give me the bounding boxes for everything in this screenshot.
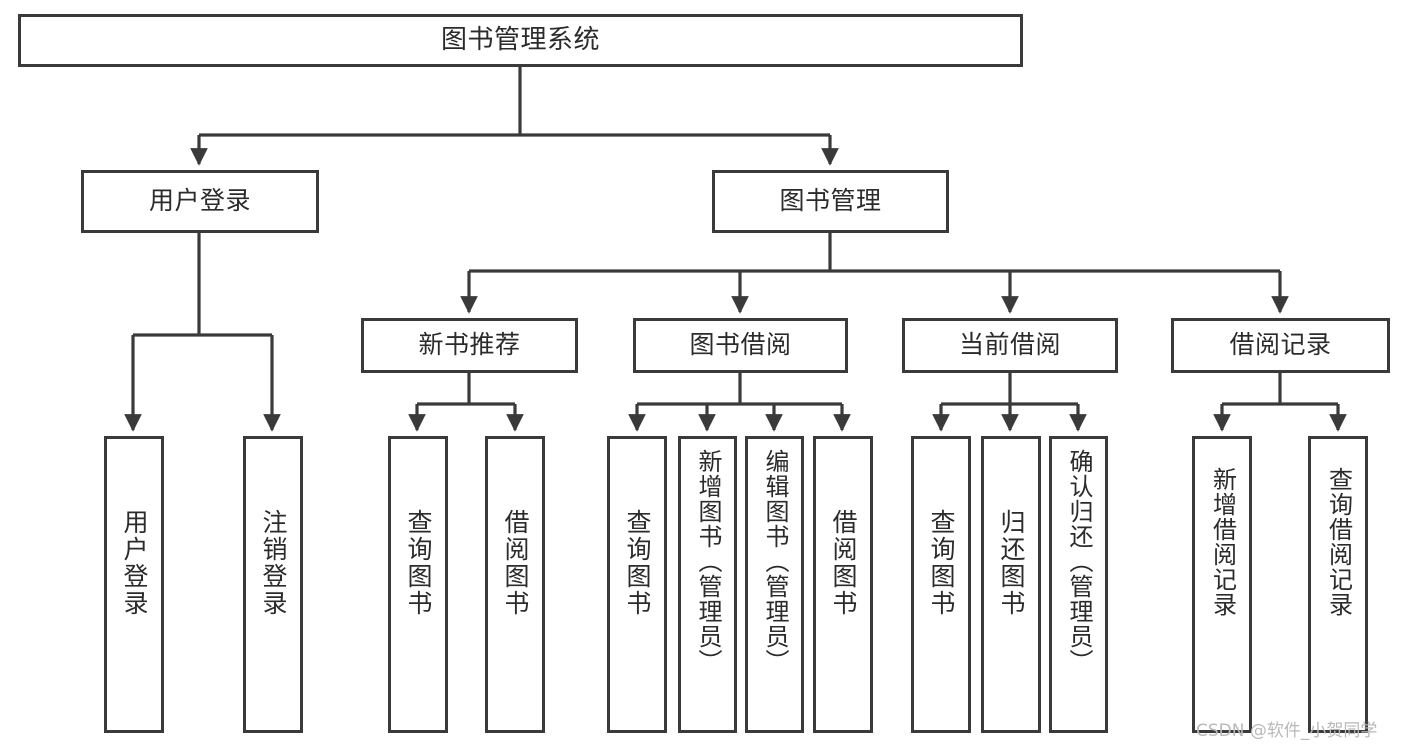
leaf-borrow-book-newbook[interactable]: 借阅图书 xyxy=(485,436,545,733)
node-label: 新增借阅记录 xyxy=(1208,467,1237,617)
node-current-borrow[interactable]: 当前借阅 xyxy=(902,318,1118,373)
node-book-borrow[interactable]: 图书借阅 xyxy=(633,318,848,373)
node-label: 图书管理 xyxy=(779,186,882,216)
leaf-user-login[interactable]: 用户登录 xyxy=(104,436,164,733)
node-book-manage[interactable]: 图书管理 xyxy=(712,170,949,233)
leaf-add-book-admin[interactable]: 新增图书（管理员） xyxy=(678,436,737,733)
node-label: 新书推荐 xyxy=(418,330,521,360)
node-label: 查询图书 xyxy=(927,509,956,617)
node-label: 归还图书 xyxy=(997,509,1026,617)
leaf-query-book-newbook[interactable]: 查询图书 xyxy=(388,436,448,733)
node-borrow-record[interactable]: 借阅记录 xyxy=(1171,318,1390,373)
node-label: 借阅记录 xyxy=(1229,330,1332,360)
node-label: 查询图书 xyxy=(623,509,652,617)
leaf-logout[interactable]: 注销登录 xyxy=(243,436,303,733)
leaf-return-book[interactable]: 归还图书 xyxy=(981,436,1041,733)
leaf-add-borrow-record[interactable]: 新增借阅记录 xyxy=(1192,436,1252,733)
leaf-query-book-borrow[interactable]: 查询图书 xyxy=(607,436,667,733)
leaf-query-borrow-record[interactable]: 查询借阅记录 xyxy=(1308,436,1368,733)
node-label: 注销登录 xyxy=(259,509,288,617)
csdn-watermark: CSDN @软件_小贺同学 xyxy=(1196,721,1378,741)
leaf-query-book-current[interactable]: 查询图书 xyxy=(911,436,971,733)
node-label: 新增图书（管理员） xyxy=(693,449,722,674)
node-label: 用户登录 xyxy=(120,509,149,617)
leaf-borrow-book-borrow[interactable]: 借阅图书 xyxy=(813,436,873,733)
leaf-confirm-return-admin[interactable]: 确认归还（管理员） xyxy=(1049,436,1108,733)
leaf-edit-book-admin[interactable]: 编辑图书（管理员） xyxy=(745,436,804,733)
node-label: 当前借阅 xyxy=(958,330,1061,360)
node-label: 用户登录 xyxy=(148,186,251,216)
node-label: 查询借阅记录 xyxy=(1324,467,1353,617)
node-label: 确认归还（管理员） xyxy=(1064,449,1093,674)
node-label: 图书借阅 xyxy=(689,330,792,360)
node-root-system[interactable]: 图书管理系统 xyxy=(18,14,1023,67)
node-label: 编辑图书（管理员） xyxy=(760,449,789,674)
node-label: 查询图书 xyxy=(404,509,433,617)
node-label: 借阅图书 xyxy=(829,509,858,617)
node-new-book-recommend[interactable]: 新书推荐 xyxy=(361,318,578,373)
node-user-login[interactable]: 用户登录 xyxy=(81,170,319,233)
node-label: 图书管理系统 xyxy=(440,24,600,55)
node-label: 借阅图书 xyxy=(501,509,530,617)
